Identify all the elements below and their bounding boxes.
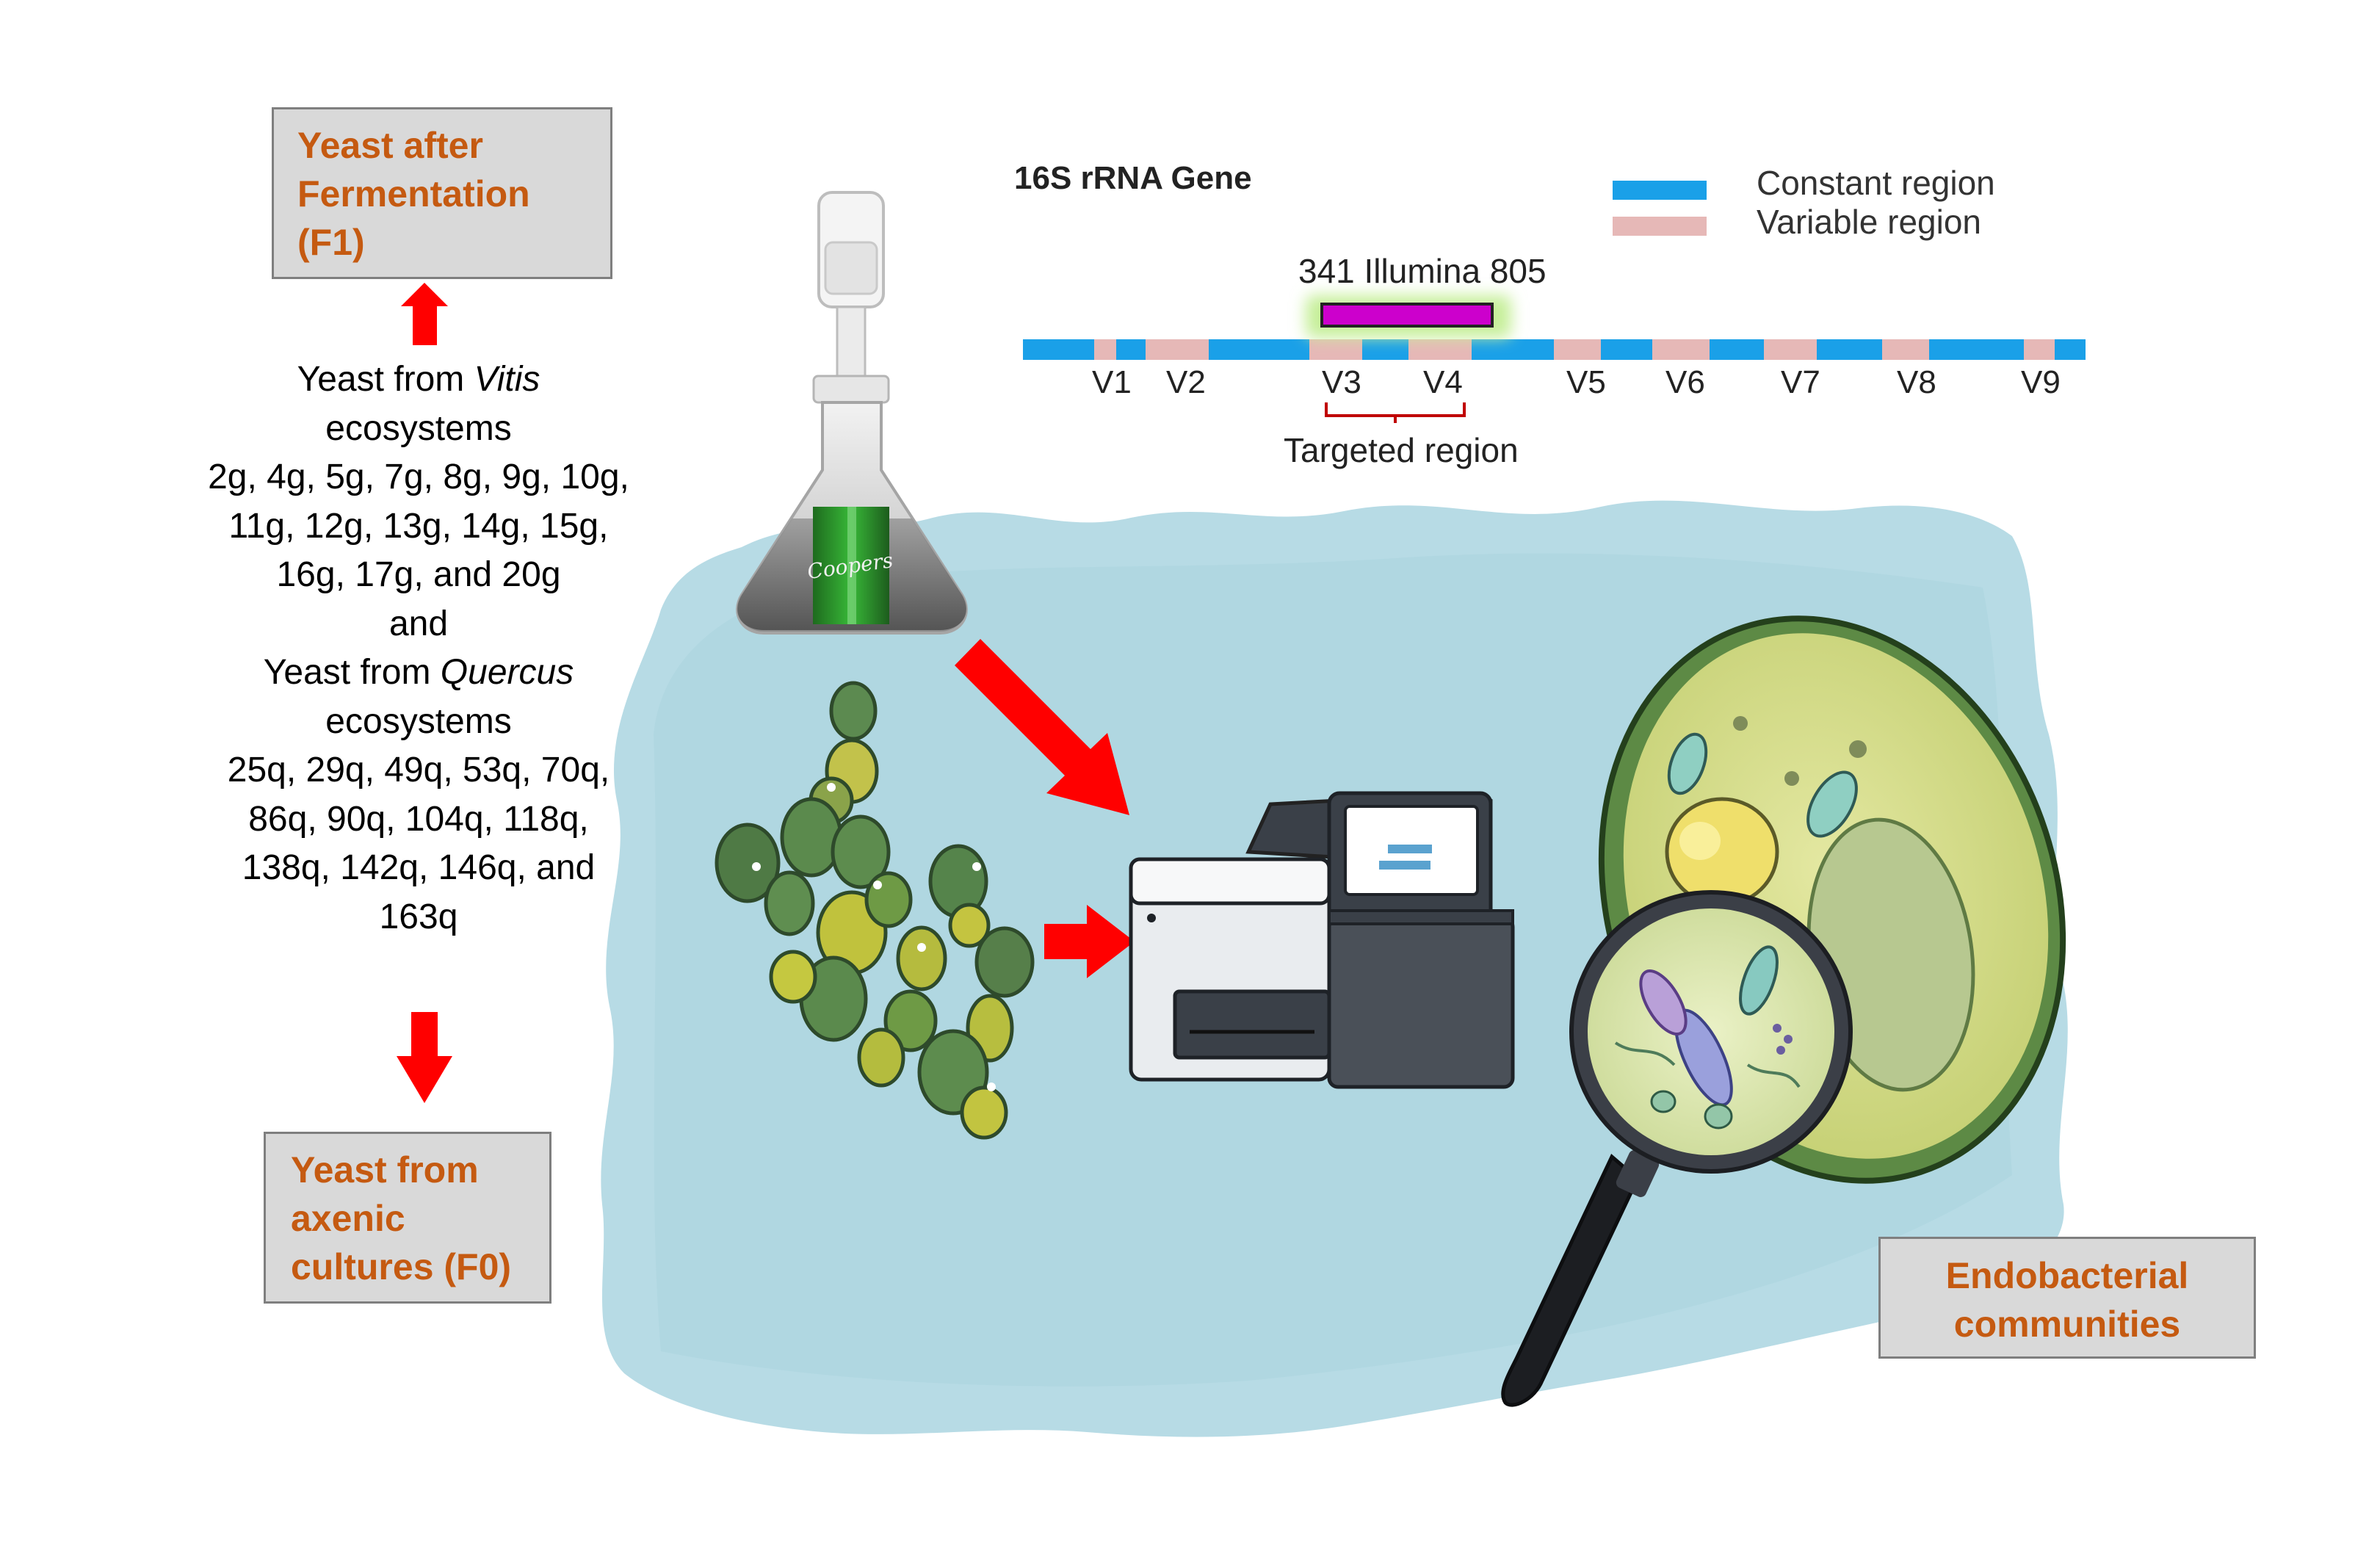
yeast-cluster — [715, 681, 1035, 1140]
legend-variable-swatch — [1613, 217, 1707, 236]
region-label-v7: V7 — [1781, 364, 1820, 400]
yeast-axenic-cultures-box: Yeast from axenic cultures (F0) — [264, 1132, 551, 1304]
and-label: and — [388, 604, 449, 643]
arrow-down-icon — [397, 1012, 452, 1103]
ecosystems-label: ecosystems — [325, 408, 512, 448]
box-line: Yeast from — [291, 1149, 479, 1190]
vitis-samples: 11g, 12g, 13g, 14g, 15g, — [228, 506, 609, 546]
targeted-bracket — [1325, 402, 1466, 417]
quercus-samples: 86q, 90q, 104q, 118q, — [248, 799, 589, 839]
region-label-v1: V1 — [1092, 364, 1132, 400]
quercus-samples: 163q — [379, 897, 458, 936]
legend-variable-label: Variable region — [1757, 203, 1982, 241]
region-label-v9: V9 — [2021, 364, 2061, 400]
box-line: Yeast after — [297, 125, 483, 166]
arrow-up-icon — [401, 283, 448, 345]
magnifying-glass-icon — [1501, 890, 1853, 1407]
vitis-heading: Yeast from Vitis — [169, 355, 668, 405]
box-line: communities — [1953, 1304, 2181, 1345]
vitis-genus: Vitis — [474, 360, 540, 399]
region-label-v3: V3 — [1322, 364, 1361, 400]
box-line: Fermentation — [297, 173, 530, 214]
ecosystems-label: ecosystems — [325, 701, 512, 741]
vitis-samples: 16g, 17g, and 20g — [276, 555, 561, 594]
quercus-samples: 25q, 29q, 49q, 53q, 70q, — [227, 751, 610, 789]
primer-label: 341 Illumina 805 — [1298, 252, 1547, 290]
red-arrows — [397, 283, 1135, 1103]
box-line: (F1) — [297, 222, 365, 263]
region-label-v4: V4 — [1423, 364, 1463, 400]
region-label-v2: V2 — [1166, 364, 1206, 400]
legend-constant-swatch — [1613, 181, 1707, 200]
fermentation-flask: Coopers — [736, 191, 968, 635]
vitis-samples: 2g, 4g, 5g, 7g, 8g, 9g, 10g, — [208, 458, 629, 496]
targeted-region-label: Targeted region — [1284, 431, 1519, 469]
vitis-prefix: Yeast from — [297, 360, 474, 399]
yeast-after-fermentation-box: Yeast after Fermentation (F1) — [272, 107, 612, 279]
quercus-genus: Quercus — [440, 653, 574, 692]
endobacterial-communities-box: Endobacterial communities — [1878, 1237, 2256, 1359]
legend-constant-label: Constant region — [1757, 164, 1995, 202]
sequencer — [1129, 791, 1515, 1089]
gene-bar — [1023, 339, 2086, 360]
box-line: axenic — [291, 1198, 405, 1239]
quercus-heading: Yeast from Quercus — [169, 648, 668, 698]
box-line: cultures (F0) — [291, 1246, 512, 1287]
region-label-v5: V5 — [1566, 364, 1606, 400]
box-line: Endobacterial — [1945, 1255, 2189, 1296]
primer-bar — [1306, 295, 1511, 338]
region-label-v8: V8 — [1897, 364, 1936, 400]
arrow-right-icon — [1044, 905, 1135, 978]
quercus-samples: 138q, 142q, 146q, and — [242, 848, 596, 887]
gene-title: 16S rRNA Gene — [1014, 160, 1252, 196]
arrow-diagonal-icon — [955, 639, 1129, 815]
region-label-v6: V6 — [1665, 364, 1705, 400]
quercus-prefix: Yeast from — [263, 653, 441, 692]
yeast-sample-list: Yeast from Vitis ecosystems 2g, 4g, 5g, … — [169, 355, 668, 942]
